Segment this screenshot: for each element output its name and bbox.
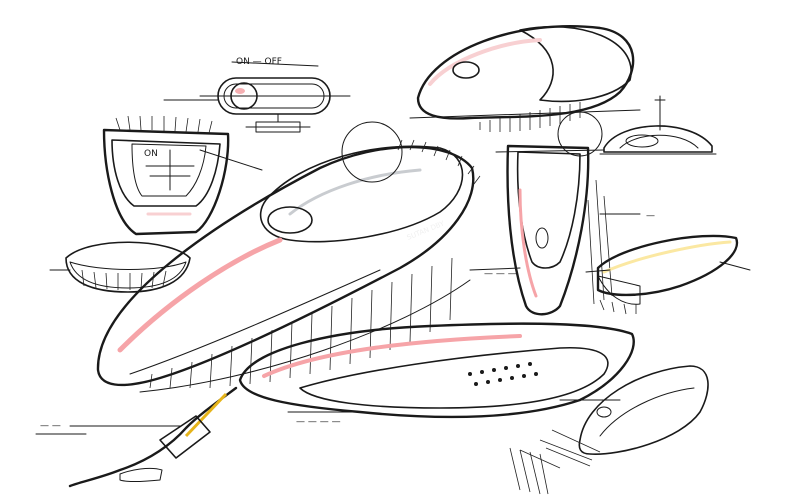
lower-shell-sketch: — — — —	[238, 322, 635, 427]
top-shell-sketch	[409, 24, 666, 132]
main-shell-sketch: SUTAN DBY	[96, 121, 481, 393]
vertical-piece-sketch: —	[495, 144, 655, 316]
svg-text:—: —	[646, 211, 655, 221]
dial-on-label: ON	[144, 149, 158, 159]
switch-detail-sketch	[163, 61, 351, 133]
cable-sketch	[68, 386, 238, 488]
svg-text:— —: — —	[40, 421, 61, 431]
left-side-sketch	[49, 241, 191, 293]
svg-text:— — —: — — —	[484, 269, 517, 279]
svg-text:— — — —: — — — —	[296, 417, 341, 427]
side-profile-sketch	[557, 111, 717, 157]
front-view-sketch: ON	[102, 115, 230, 236]
bottom-right-sketch	[509, 365, 709, 495]
yellow-piece-sketch	[585, 234, 751, 315]
annotation-lines: — — — — —	[35, 149, 521, 435]
